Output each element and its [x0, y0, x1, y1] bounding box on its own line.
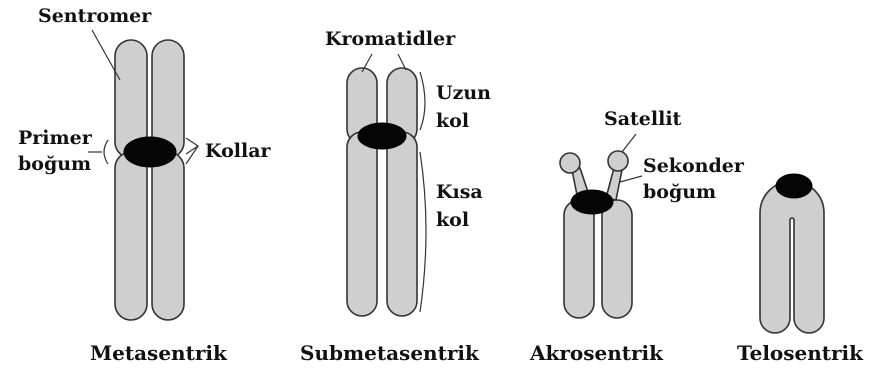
- label-sekonder-line1: Sekonder: [643, 155, 745, 177]
- caption-submetasentrik: Submetasentrik: [300, 341, 480, 365]
- label-kisa-line1: Kısa: [436, 181, 483, 203]
- metacentric-chromatid-left-lower: [115, 152, 147, 320]
- acrocentric-chromatid-left: [564, 200, 594, 318]
- satellit-leader-line: [622, 134, 636, 152]
- kisa-bracket: [420, 152, 426, 312]
- submetacentric-centromere: [358, 123, 406, 149]
- submetacentric-chromosome: [347, 68, 417, 316]
- label-uzun-line2: kol: [436, 110, 469, 132]
- acrocentric-satellite-right: [608, 151, 628, 171]
- telocentric-centromere: [776, 174, 812, 198]
- acrocentric-centromere: [571, 190, 613, 214]
- label-satellit: Satellit: [604, 108, 682, 130]
- label-primer-line2: boğum: [18, 153, 91, 175]
- kollar-bracket: [186, 138, 198, 164]
- caption-telosentrik: Telosentrik: [737, 341, 864, 365]
- submetacentric-chromatid-right-lower: [387, 132, 417, 316]
- uzun-bracket: [420, 72, 425, 130]
- label-primer-line1: Primer: [18, 127, 93, 149]
- label-kollar: Kollar: [205, 140, 272, 162]
- label-kromatidler: Kromatidler: [325, 28, 456, 50]
- metacentric-chromatid-right-lower: [152, 152, 184, 320]
- sekonder-leader-line: [620, 176, 642, 182]
- label-sekonder-line2: boğum: [643, 181, 716, 203]
- acrocentric-satellite-left: [560, 153, 580, 173]
- metacentric-chromosome: [115, 40, 184, 320]
- caption-akrosentrik: Akrosentrik: [529, 341, 664, 365]
- label-uzun-line1: Uzun: [436, 82, 491, 104]
- telocentric-chromatid: [760, 181, 824, 333]
- primer-bracket: [104, 140, 108, 164]
- acrocentric-chromatid-right: [602, 200, 632, 318]
- label-kisa-line2: kol: [436, 209, 469, 231]
- acrocentric-chromosome: [560, 151, 632, 318]
- submetacentric-chromatid-left-lower: [347, 132, 377, 316]
- telocentric-chromosome: [760, 174, 824, 333]
- label-sentromer: Sentromer: [38, 5, 152, 27]
- metacentric-centromere: [124, 137, 176, 167]
- caption-metasentrik: Metasentrik: [90, 341, 228, 365]
